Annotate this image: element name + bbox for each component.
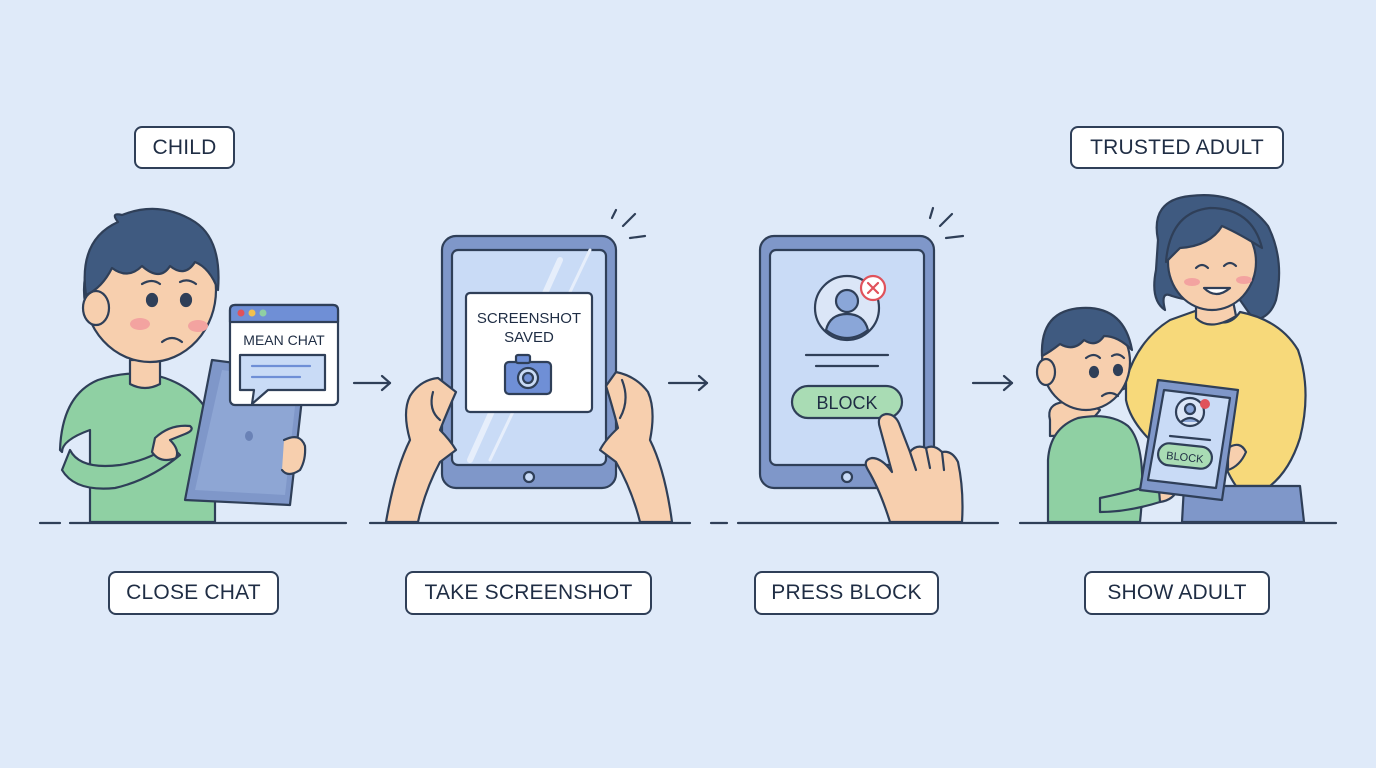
mean-chat-window bbox=[228, 303, 340, 407]
small-child-figure bbox=[1035, 306, 1180, 524]
arrow-right-icon bbox=[971, 374, 1014, 392]
shared-tablet bbox=[1138, 378, 1240, 502]
role-label-trusted-adult: TRUSTED ADULT bbox=[1070, 126, 1284, 169]
child-figure-panel-1 bbox=[58, 207, 220, 524]
arrow-right-icon bbox=[352, 374, 392, 392]
profile-icon bbox=[1174, 396, 1206, 428]
step-label-show-adult: SHOW ADULT bbox=[1084, 571, 1270, 615]
sparkle-icon bbox=[610, 208, 647, 240]
camera-icon bbox=[503, 353, 553, 396]
screenshot-tablet bbox=[440, 234, 618, 490]
mean-chat-title: MEAN CHAT bbox=[243, 332, 325, 348]
step-label-take-screenshot: TAKE SCREENSHOT bbox=[405, 571, 652, 615]
block-button-label: BLOCK bbox=[816, 393, 877, 413]
role-label-child: CHILD bbox=[134, 126, 235, 169]
screenshot-saved-line-1: SCREENSHOT bbox=[477, 310, 581, 327]
pointing-hand bbox=[864, 412, 964, 524]
arrow-right-icon bbox=[667, 374, 709, 392]
step-label-press-block: PRESS BLOCK bbox=[754, 571, 939, 615]
sparkle-icon bbox=[928, 206, 965, 240]
profile-icon bbox=[813, 274, 881, 342]
close-x-icon bbox=[859, 274, 887, 302]
hands-holding-tablet bbox=[384, 370, 674, 524]
close-x-icon bbox=[1200, 399, 1210, 409]
adult-tablet-block-label: BLOCK bbox=[1166, 450, 1205, 466]
step-label-close-chat: CLOSE CHAT bbox=[108, 571, 279, 615]
screenshot-saved-line-2: SAVED bbox=[504, 329, 554, 346]
